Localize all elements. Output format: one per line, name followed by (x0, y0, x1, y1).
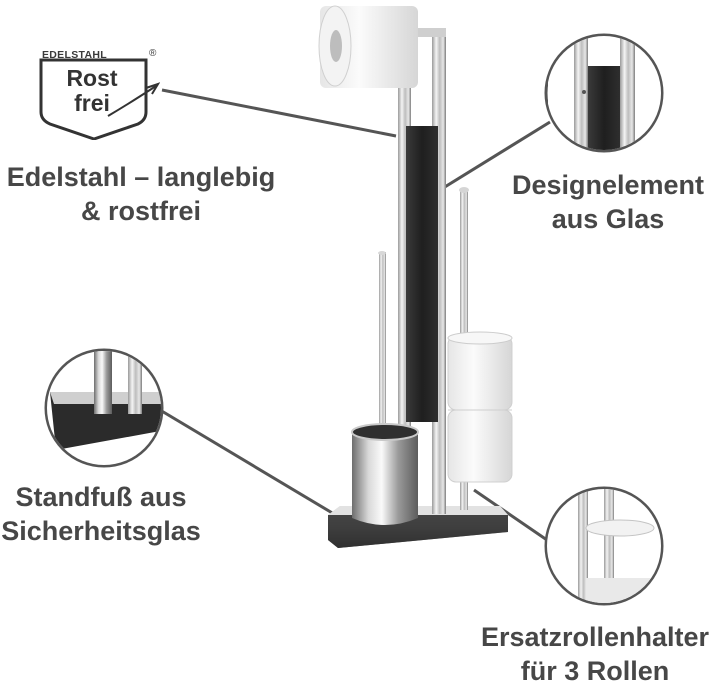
callout-steel-line-1: Edelstahl – langlebig (6, 162, 276, 192)
callout-base-line-1: Standfuß aus (15, 482, 187, 512)
badge-line-2: frei (74, 90, 110, 116)
callout-glass-line-2: aus Glas (551, 204, 665, 234)
zoom-circle-rolls (544, 486, 664, 606)
callout-label-base: Standfuß aus Sicherheitsglas (0, 480, 206, 548)
registered-mark: ® (149, 48, 157, 59)
rostfrei-badge: EDELSTAHL ® Rost frei (38, 48, 160, 140)
zoom-circle-base (44, 348, 164, 468)
shield-icon (39, 58, 160, 140)
spare-roll-holder (447, 187, 513, 510)
callout-rolls-line-2: für 3 Rollen (520, 656, 670, 686)
callout-line-steel (161, 88, 397, 138)
badge-top-text: EDELSTAHL (42, 49, 107, 61)
callout-base-line-2: Sicherheitsglas (1, 516, 201, 546)
zoom-circle-glass (544, 33, 664, 153)
callout-label-rolls: Ersatzrollenhalter für 3 Rollen (470, 620, 720, 686)
toilet-brush (351, 251, 419, 525)
callout-line-base (159, 408, 345, 522)
main-frame (398, 28, 446, 514)
callout-label-glass: Designelement aus Glas (488, 168, 720, 236)
callout-rolls-line-1: Ersatzrollenhalter (480, 622, 710, 652)
badge-line-1: Rost (66, 65, 118, 91)
callout-steel-line-2: & rostfrei (80, 196, 202, 226)
callout-label-steel: Edelstahl – langlebig & rostfrei (0, 160, 282, 228)
glass-panel (406, 126, 438, 422)
callout-glass-line-1: Designelement (511, 170, 705, 200)
callout-line-rolls (473, 488, 548, 542)
top-paper-roll (318, 5, 418, 88)
